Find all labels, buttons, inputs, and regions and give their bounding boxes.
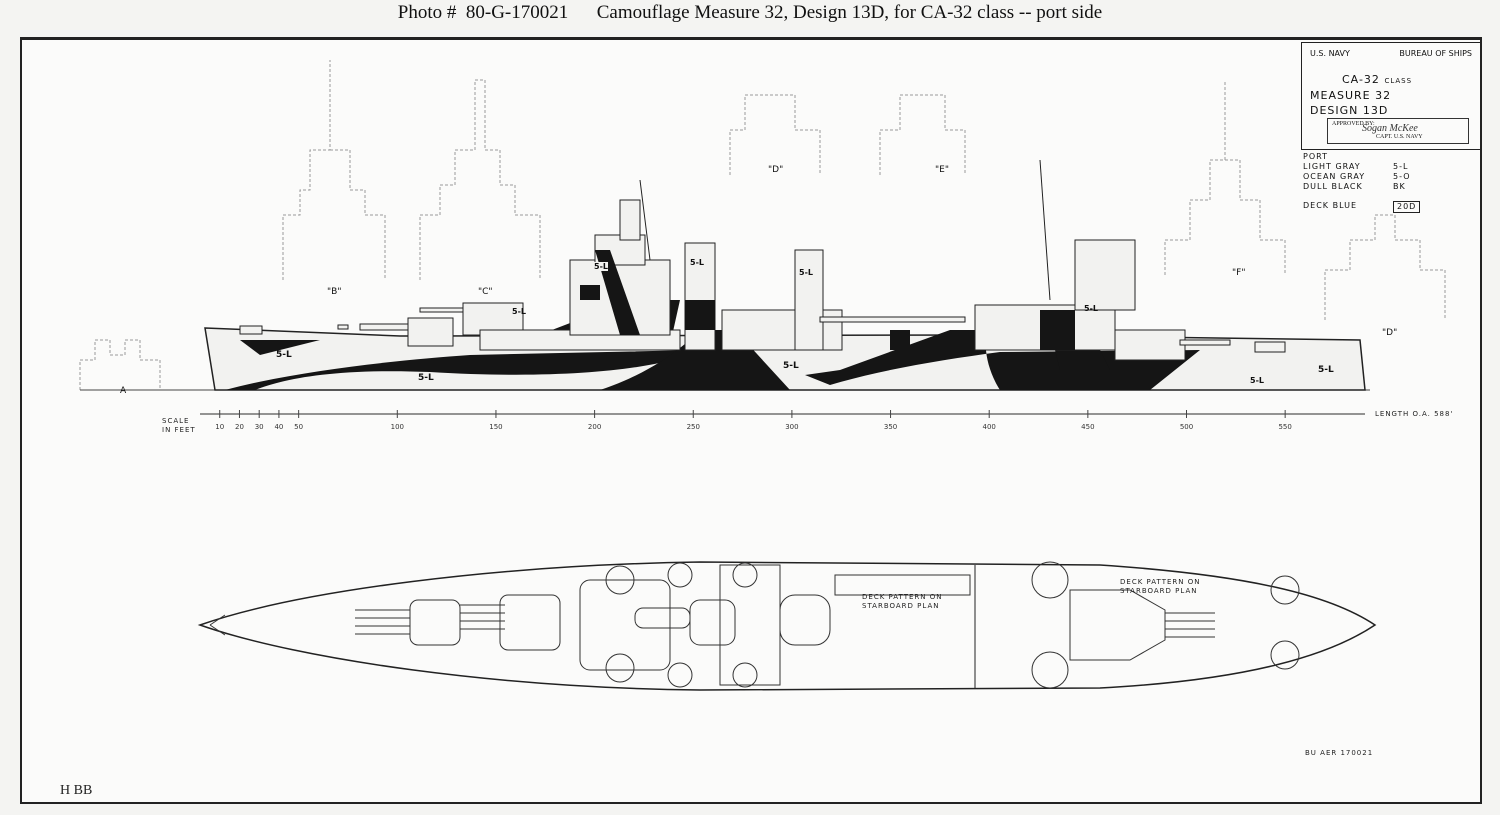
section-label: "E" [935,165,949,175]
catapult [819,316,966,323]
bu-aer-number: BU AER 170021 [1305,749,1374,757]
length-overall: LENGTH O.A. 588' [1375,410,1454,418]
gun-mount [239,325,263,335]
plan-note: DECK PATTERN ON STARBOARD PLAN [862,593,943,610]
paint-label: 5-L [276,350,292,360]
camo-patch [240,340,320,355]
scale-tick-label: 150 [489,423,503,431]
class-word: CLASS [1384,77,1413,85]
title-block-bureau: BUREAU OF SHIPS [1399,49,1472,58]
scale-ticks [219,410,1286,418]
scale-tick-label: 50 [294,423,304,431]
signature: Sogan McKee [1362,123,1418,134]
paint-label: 5-L [594,262,608,271]
class-number: CA-32 [1342,73,1380,86]
funnel-2 [794,249,824,351]
ship-profile [204,159,1366,391]
scale-tick-label: 550 [1278,423,1292,431]
paint-label: 5-L [799,268,813,277]
design: DESIGN 13D [1310,104,1389,117]
measure: MEASURE 32 [1310,89,1392,102]
section-label: "F" [1232,268,1246,278]
camo-patch [805,330,1200,390]
scale-label: SCALE IN FEET [162,417,196,434]
section-label: "C" [478,287,493,297]
scale-tick-label: 100 [390,423,404,431]
scale-tick-label: 350 [883,423,898,431]
camo-patch [225,350,700,390]
gun-barrel [359,323,411,331]
scale-tick-label: 250 [686,423,700,431]
legend-heading: PORT [1303,152,1328,161]
turret-c [1114,329,1186,361]
scale-tick-label: 40 [274,423,284,431]
scale-tick-label: 10 [215,423,225,431]
paint-label: 5-L [1084,304,1098,313]
camo-patch [580,250,1075,350]
paint-label: 5-L [690,258,704,267]
scale-tick-label: 450 [1081,423,1095,431]
deck-outline [197,561,1377,691]
scale-tick-label: 200 [587,423,602,431]
funnel-1 [684,242,716,351]
paint-label: 5-L [512,307,526,316]
section-label: A [120,386,127,396]
approver-title: CAPT. U.S. NAVY [1376,134,1423,140]
plan-note: DECK PATTERN ON STARBOARD PLAN [1120,578,1201,595]
ship-plan-view [197,561,1377,691]
section-label: "D" [768,165,784,175]
paint-label: 5-L [1250,376,1264,385]
turret-a [407,317,454,347]
scale-tick-label: 400 [982,423,996,431]
scale-tick-label: 30 [254,423,264,431]
paint-label: 5-L [1318,365,1334,375]
section-label: "D" [1382,328,1398,338]
photo-caption: Photo # 80-G-170021 Camouflage Measure 3… [397,2,1103,23]
approved-by-label: APPROVED BY: [1332,121,1375,127]
paint-label: 5-L [783,361,799,371]
scale-tick-label: 20 [234,423,244,431]
section-label: "B" [327,287,342,297]
approval-stamp: APPROVED BY: Sogan McKee CAPT. U.S. NAVY [1327,118,1469,144]
title-block: U.S. NAVY BUREAU OF SHIPS CA-32 CLASS ME… [1301,42,1481,150]
title-block-navy: U.S. NAVY [1310,49,1350,58]
drafter-initials: H BB [60,783,93,798]
paint-label: 5-L [418,373,434,383]
scale-tick-label: 500 [1179,423,1194,431]
scale-tick-label: 300 [785,423,799,431]
